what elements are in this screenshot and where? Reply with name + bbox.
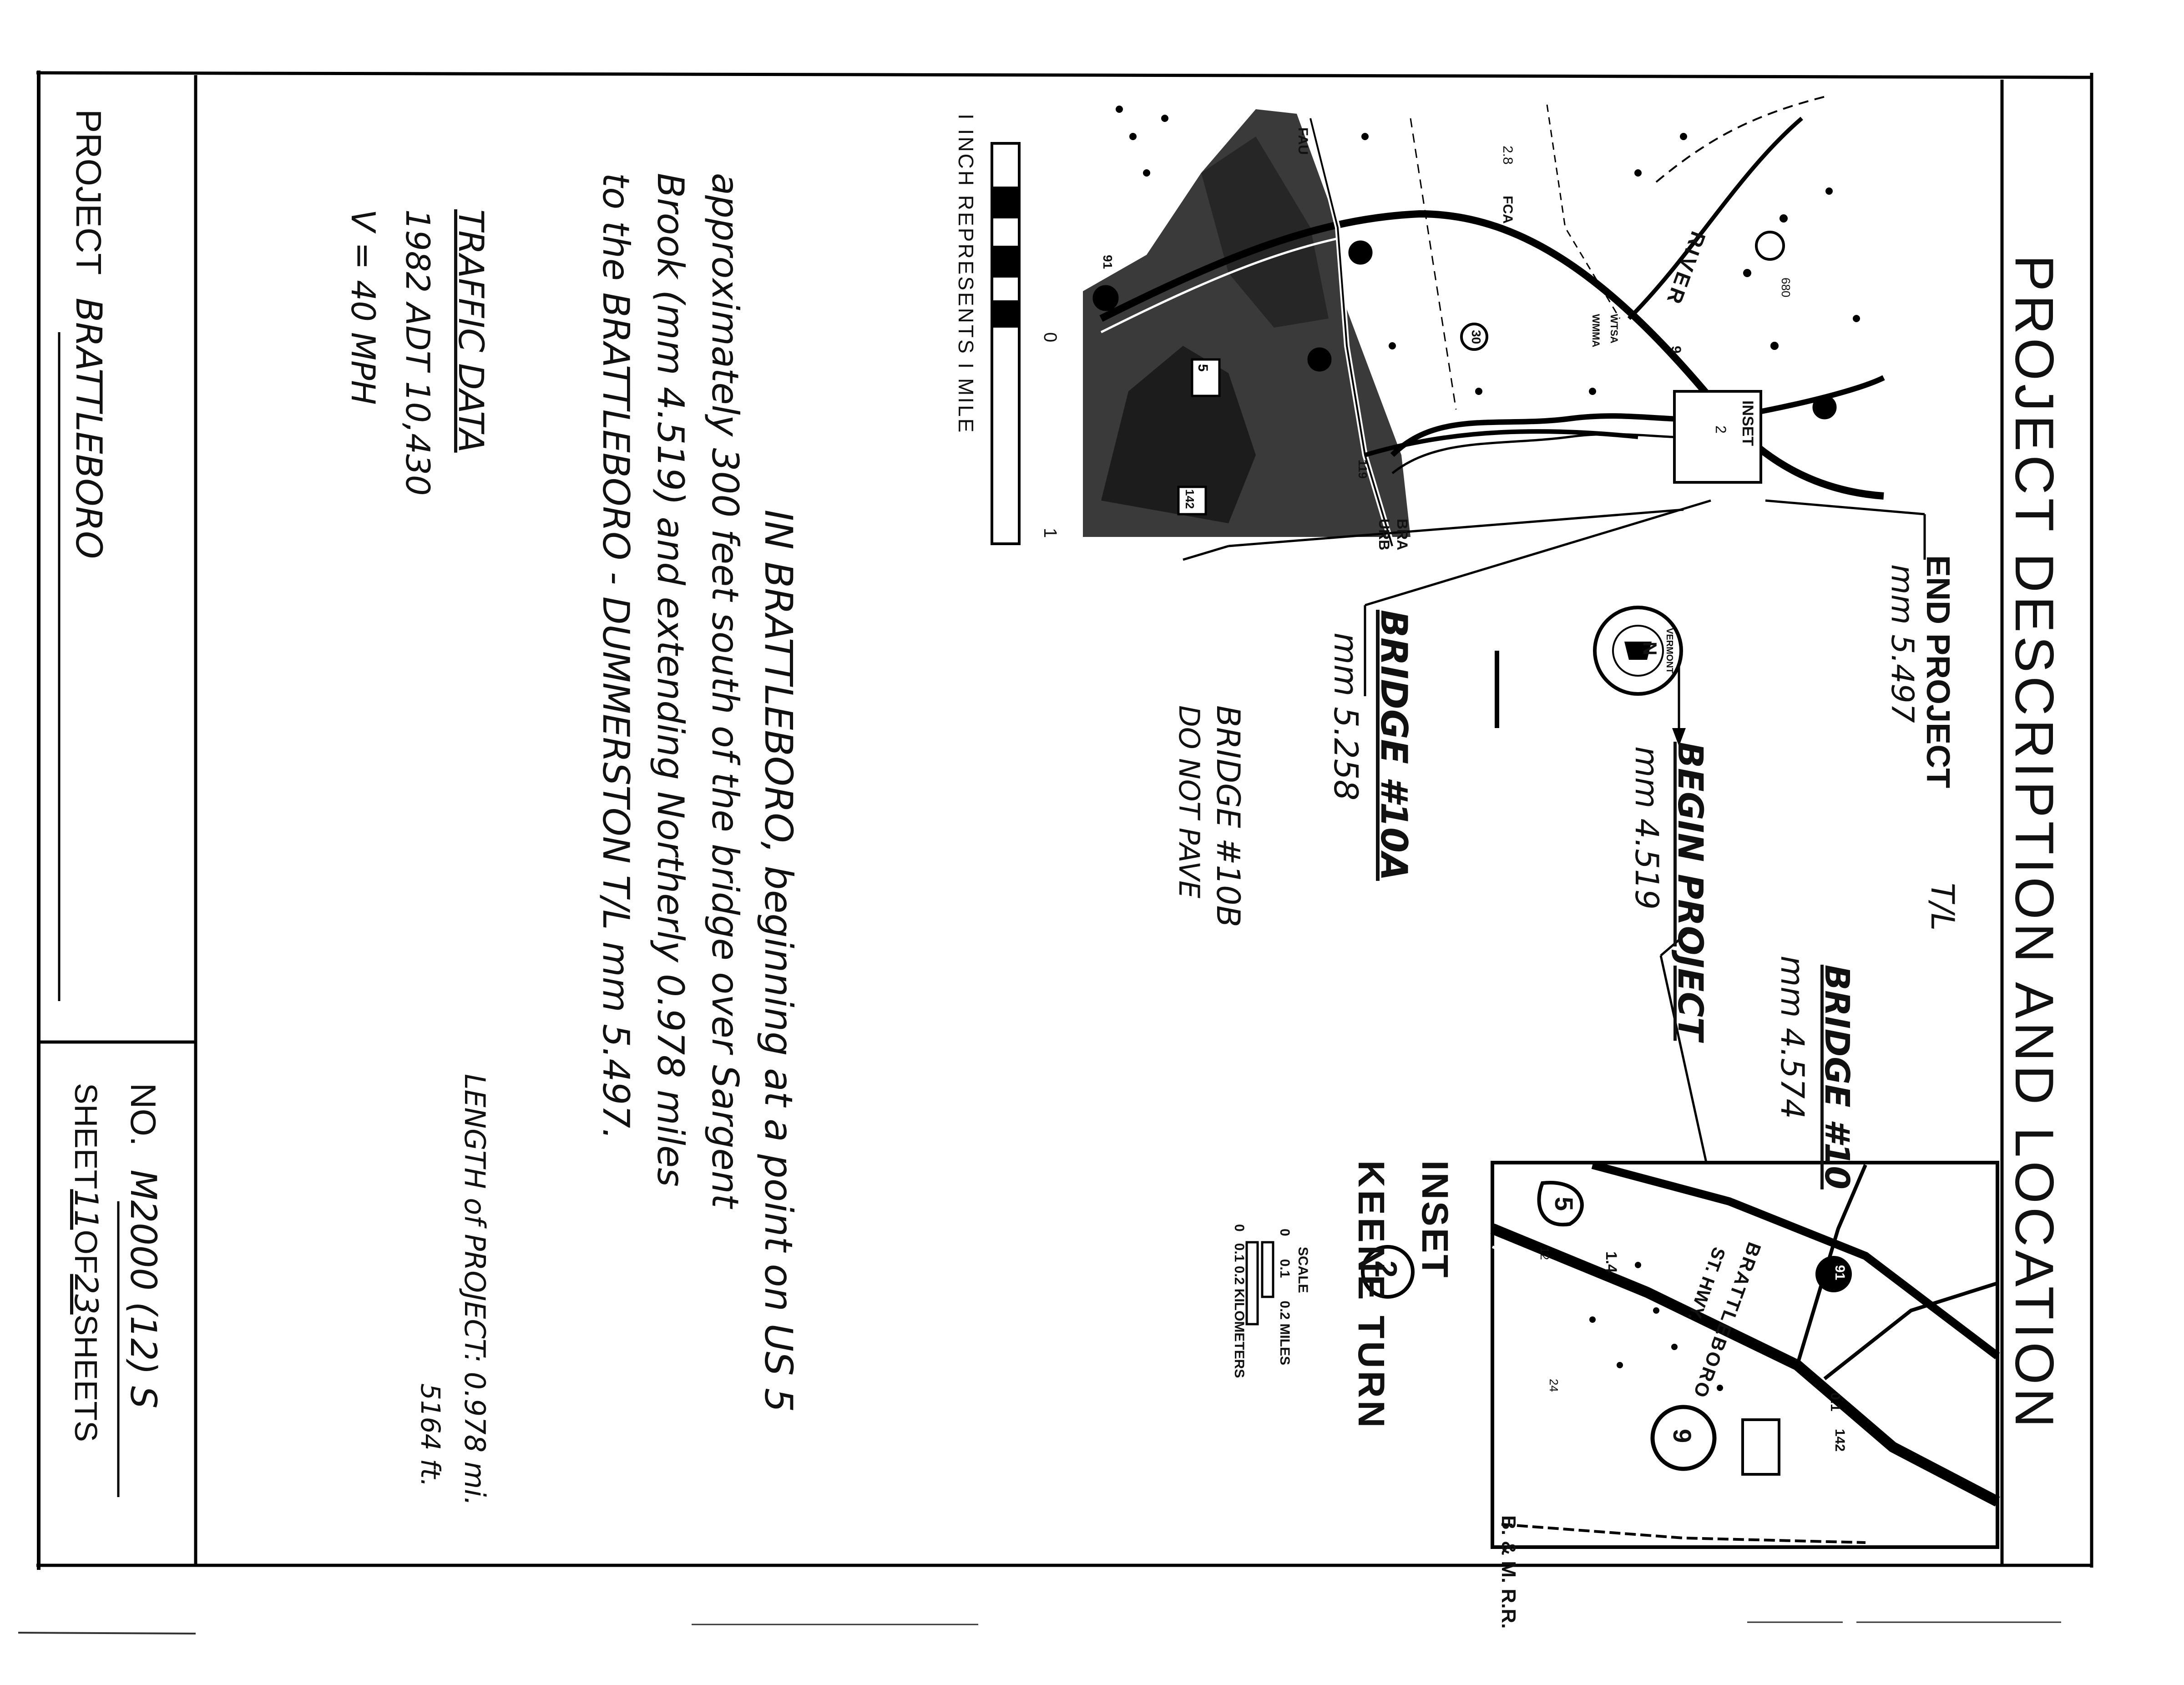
map-label-route-30: 30	[1469, 330, 1483, 344]
footer-sheet-suffix: SHEETS	[68, 1314, 104, 1442]
map-label-route-91: 91	[1101, 255, 1115, 269]
map-label-urb: URB	[1376, 519, 1392, 551]
map-label-route-142: 142	[1183, 489, 1197, 509]
inset-map	[1490, 1161, 2000, 1549]
inset-scale-miles: 0 0.1 0.2 MILES	[1277, 1229, 1292, 1366]
inset-label-0-1: 0.1	[1828, 1392, 1843, 1412]
footer-sheet-number: 11	[67, 1189, 105, 1230]
map-label-fca: FCA	[1500, 196, 1515, 224]
inset-scale-label: SCALE	[1295, 1247, 1310, 1293]
bridge10-mm: mm 4.574	[1774, 956, 1811, 1119]
inset-title: INSET	[1414, 1160, 1456, 1280]
traffic-speed: V = 40 MPH	[344, 209, 382, 405]
map-label-route-5: 5	[1195, 364, 1210, 372]
description-line-2: approximately 300 feet south of the brid…	[704, 173, 746, 1208]
inset-label-route-91: 91	[1832, 1265, 1847, 1280]
description-line-3: Brook (mm 4.519) and extending Northerly…	[649, 173, 692, 1187]
length-line-1: LENGTH of PROJECT: 0.978 mi.	[458, 1074, 491, 1506]
footer-number: NO. M2000 (12) S	[122, 1083, 164, 1408]
main-map	[1072, 91, 1926, 1184]
traffic-heading: TRAFFIC DATA	[451, 209, 491, 453]
map-label-route-9: 9	[1668, 346, 1684, 354]
scale-bar-one: 1	[1040, 528, 1060, 538]
footer-sheet-prefix: SHEET	[68, 1083, 104, 1189]
map-label-2-8: 2.8	[1500, 146, 1515, 165]
compass-n: N	[1639, 642, 1661, 656]
inset-box-label: INSET	[1739, 400, 1756, 446]
inset-label-route-9: 9	[1668, 1429, 1697, 1443]
inset-label-1-4: 1.4	[1603, 1251, 1620, 1273]
inset-box-number: 2	[1713, 425, 1729, 434]
compass-icon	[1495, 606, 1686, 746]
begin-project-label: BEGIN PROJECT	[1670, 742, 1711, 1041]
scale-bar-zero: 0	[1040, 332, 1060, 343]
tl-mark: T/L	[1924, 883, 1961, 931]
inset-label-route-5: 5	[1550, 1197, 1578, 1211]
footer-project: PROJECT BRATTLEBORO	[68, 109, 109, 559]
bridge10b-note: DO NOT PAVE	[1173, 705, 1206, 899]
map-label-bra: BRA	[1394, 519, 1410, 551]
bridge10-label: BRIDGE #10	[1817, 965, 1856, 1189]
bridge10a-mm: mm 5.258	[1327, 633, 1365, 801]
length-line-2: 5164 ft.	[415, 1383, 446, 1487]
footer-sheet-total: 23	[67, 1274, 105, 1315]
footer-project-name: BRATTLEBORO	[68, 298, 109, 559]
traffic-adt: 1982 ADT 10,430	[399, 209, 437, 496]
page-title: PROJECT DESCRIPTION AND LOCATION	[2004, 255, 2065, 1432]
inset-scale-km: 0 0.1 0.2 KILOMETERS	[1232, 1224, 1247, 1378]
bridge10a-label: BRIDGE #10A	[1373, 610, 1415, 881]
footer-project-number: M2000 (12) S	[122, 1169, 163, 1409]
bridge10b-label: BRIDGE #10B	[1209, 705, 1247, 927]
inset-label-12: 12	[1538, 1247, 1552, 1260]
map-label-fau: FAU	[1295, 127, 1310, 155]
inset-label-142: 142	[1832, 1429, 1847, 1452]
inset-label-railroad: B. & M. R.R.	[1497, 1515, 1520, 1629]
map-label-wtsa: WTSA	[1608, 314, 1620, 344]
description-line-4: to the BRATTLEBORO - DUMMERSTON T/L mm 5…	[595, 173, 637, 1140]
inset-label-24: 24	[1547, 1379, 1561, 1392]
footer-sheet: SHEET11OF23SHEETS	[67, 1083, 105, 1442]
footer-sheet-of: OF	[68, 1230, 104, 1274]
footer-project-prefix: PROJECT	[69, 109, 109, 274]
map-label-wmma: WMMA	[1590, 314, 1602, 348]
end-project-label: END PROJECT	[1920, 555, 1956, 789]
map-label-680: 680	[1779, 278, 1793, 298]
scale-bar-caption: I INCH REPRESENTS I MILE	[954, 114, 978, 435]
description-line-1: IN BRATTLEBORO, beginning at a point on …	[756, 510, 801, 1412]
map-label-route-119: 119	[1356, 460, 1370, 479]
scale-bar	[991, 142, 1021, 545]
compass-seal: VERMONT	[1664, 628, 1674, 673]
inset-subtitle: KEENE TURN	[1350, 1160, 1392, 1431]
begin-project-mm: mm 4.519	[1628, 746, 1665, 910]
footer-no-prefix: NO.	[123, 1083, 163, 1146]
end-project-mm: mm 5.497	[1884, 564, 1920, 723]
